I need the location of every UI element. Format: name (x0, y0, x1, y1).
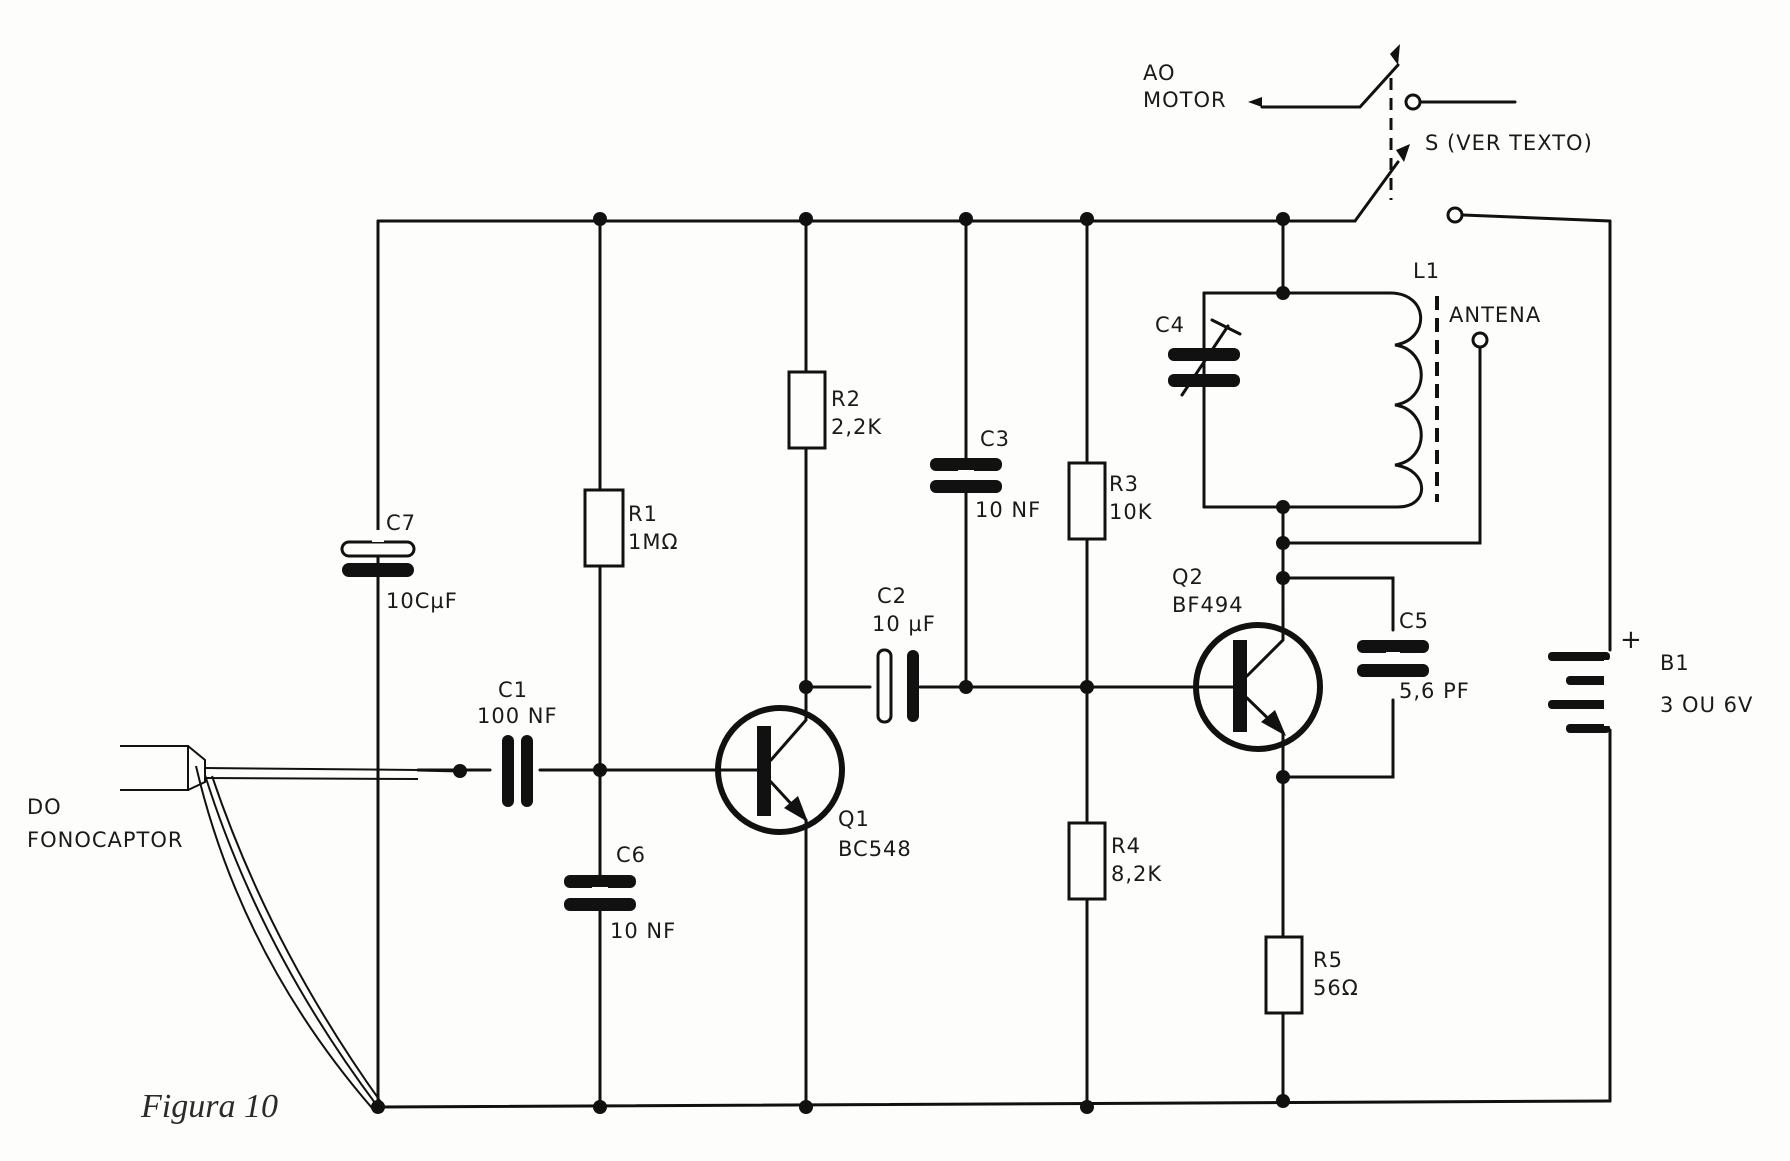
label-q1-value: BC548 (838, 837, 912, 861)
switch-s (1248, 44, 1464, 224)
label-fonocaptor: FONOCAPTOR (27, 828, 184, 852)
label-b1: B1 (1660, 651, 1690, 675)
label-c5-value: 5,6 PF (1399, 679, 1470, 703)
label-c2: C2 (877, 584, 907, 608)
transistor-q1 (715, 685, 845, 837)
label-q2: Q2 (1172, 565, 1204, 589)
capacitors (340, 291, 1429, 911)
label-motor: MOTOR (1143, 88, 1227, 112)
label-r5-value: 56Ω (1313, 976, 1359, 1000)
resistors (583, 370, 1304, 1015)
c6-symbol (564, 875, 636, 911)
label-r4-value: 8,2K (1111, 862, 1162, 886)
label-c5: C5 (1399, 609, 1429, 633)
r2-body (787, 370, 827, 450)
label-r3-value: 10K (1109, 500, 1153, 524)
label-c7-value: 10CµF (386, 589, 458, 613)
label-c3: C3 (980, 427, 1010, 451)
label-c2-value: 10 µF (872, 612, 936, 636)
label-c1: C1 (498, 678, 528, 702)
label-q2-value: BF494 (1172, 593, 1244, 617)
label-c6-value: 10 NF (610, 919, 676, 943)
label-c1-value: 100 NF (477, 704, 558, 728)
label-r2: R2 (831, 387, 861, 411)
label-c6: C6 (616, 843, 646, 867)
label-r3: R3 (1109, 472, 1139, 496)
label-b1-plus: + (1620, 625, 1643, 655)
phono-connector (120, 745, 206, 791)
c2-symbol (876, 648, 919, 724)
figure-caption: Figura 10 (140, 1088, 278, 1125)
antenna-terminal (1471, 331, 1489, 349)
transistor-q2 (1193, 615, 1323, 752)
c5-symbol (1357, 640, 1429, 677)
label-do: DO (27, 795, 62, 819)
label-r1-value: 1MΩ (628, 530, 679, 554)
battery-b1 (1548, 652, 1616, 733)
c1-symbol (502, 735, 533, 807)
label-r5: R5 (1313, 948, 1343, 972)
label-b1-value: 3 OU 6V (1660, 693, 1753, 717)
c7-symbol (340, 530, 416, 577)
wires (195, 63, 1612, 1109)
label-c4: C4 (1155, 313, 1185, 337)
junctions (371, 212, 1290, 1114)
c4-symbol (1168, 291, 1242, 509)
r5-body (1264, 935, 1304, 1015)
r3-body (1067, 461, 1107, 541)
r1-body (583, 488, 625, 568)
c3-symbol (930, 458, 1002, 493)
label-c7: C7 (386, 511, 416, 535)
labels: AO MOTOR S (VER TEXTO) L1 ANTENA C4 R2 2… (27, 61, 1753, 1125)
label-r4: R4 (1111, 834, 1141, 858)
label-ao: AO (1143, 61, 1176, 85)
label-r2-value: 2,2K (831, 415, 882, 439)
inductor-l1 (1388, 291, 1439, 509)
label-antena: ANTENA (1449, 303, 1541, 327)
label-switch: S (VER TEXTO) (1425, 131, 1593, 155)
r4-body (1067, 821, 1107, 901)
label-q1: Q1 (838, 807, 870, 831)
label-c3-value: 10 NF (975, 498, 1041, 522)
label-r1: R1 (628, 502, 658, 526)
label-l1: L1 (1413, 259, 1440, 283)
